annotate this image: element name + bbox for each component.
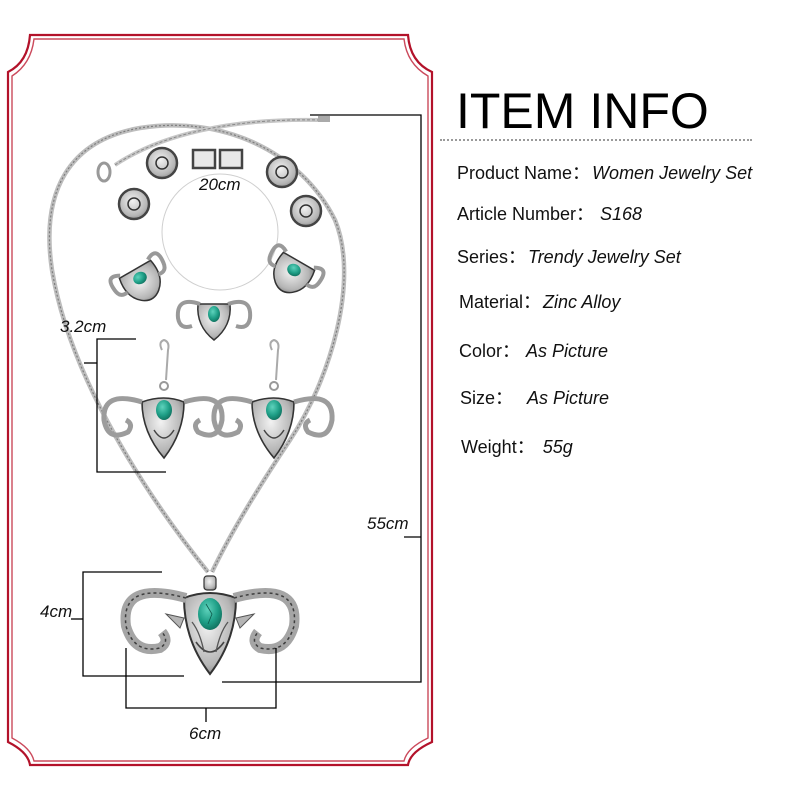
- pendant-height-label: 4cm: [40, 602, 73, 621]
- info-row-size: Size： As Picture: [460, 389, 609, 407]
- info-row-weight: Weight： 55g: [461, 438, 573, 456]
- bracelet-links-icon: [117, 146, 323, 228]
- earring-left-icon: [101, 338, 225, 460]
- info-row-article-number: Article Number：S168: [457, 205, 642, 223]
- pendant-width-label: 6cm: [189, 724, 222, 743]
- page-title: ITEM INFO: [456, 83, 709, 139]
- info-row-material: Material：Zinc Alloy: [459, 293, 620, 311]
- necklace-length-label: 55cm: [367, 514, 409, 533]
- bracelet-ram-left-icon: [108, 251, 167, 302]
- info-value: 55g: [542, 437, 573, 457]
- info-label: Size：: [460, 388, 514, 408]
- info-row-product-name: Product Name：Women Jewelry Set: [457, 164, 752, 182]
- info-label: Product Name：: [457, 163, 591, 183]
- bracelet-dimension-label: 20cm: [199, 175, 241, 194]
- info-label: Material：: [459, 292, 542, 312]
- info-label: Color：: [459, 341, 521, 361]
- info-row-series: Series：Trendy Jewelry Set: [457, 248, 681, 266]
- info-value: S168: [600, 204, 643, 224]
- necklace-chain-icon: [47, 123, 347, 574]
- info-label: Weight：: [461, 437, 535, 457]
- info-value: As Picture: [526, 341, 609, 361]
- dimension-lines: [71, 114, 422, 722]
- info-value: Zinc Alloy: [543, 292, 621, 312]
- info-row-color: Color：As Picture: [459, 342, 608, 360]
- title-divider: [440, 139, 752, 141]
- info-value: Women Jewelry Set: [592, 163, 753, 183]
- earring-dimension-label: 3.2cm: [60, 317, 107, 336]
- info-value: As Picture: [527, 388, 610, 408]
- bracelet-ram-center-icon: [175, 299, 253, 341]
- bracelet-ram-right-icon: [267, 243, 326, 294]
- info-label: Series：: [457, 247, 527, 267]
- earring-right-icon: [211, 338, 335, 460]
- necklace-pendant-icon: [120, 575, 300, 676]
- info-value: Trendy Jewelry Set: [528, 247, 681, 267]
- info-label: Article Number：: [457, 204, 595, 224]
